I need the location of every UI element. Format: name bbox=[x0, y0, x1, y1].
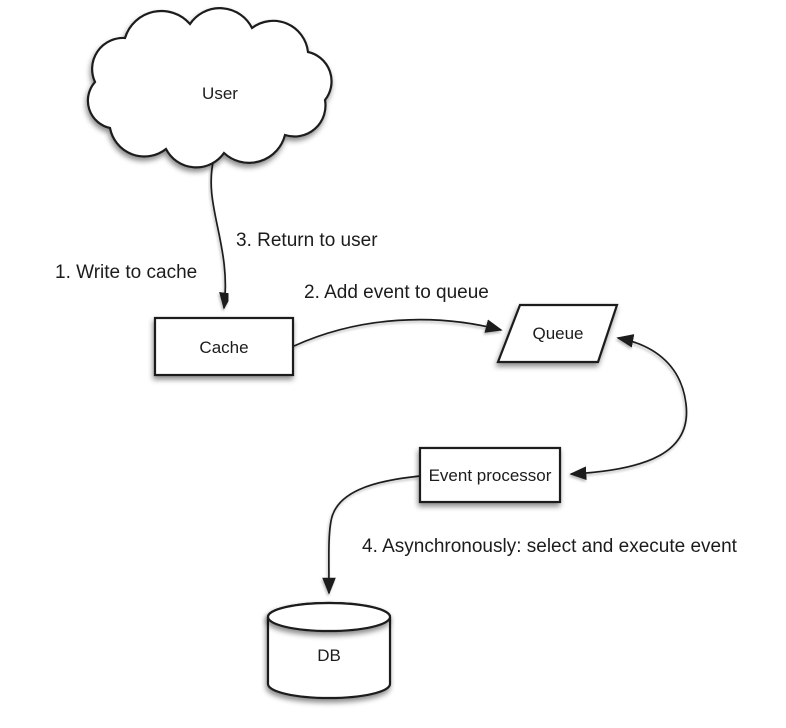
arrow-queue-event-processor bbox=[569, 334, 688, 480]
user-cloud bbox=[86, 7, 333, 169]
annotation-step3: 3. Return to user bbox=[236, 230, 378, 251]
arrow-cache-to-queue bbox=[293, 318, 503, 347]
db-cylinder-top bbox=[266, 601, 392, 633]
arrow-event-processor-to-db bbox=[322, 475, 421, 595]
arrow-user-to-cache bbox=[210, 157, 233, 310]
cache-label: Cache bbox=[199, 338, 248, 357]
event-processor-label: Event processor bbox=[429, 466, 552, 485]
cache-box bbox=[153, 316, 295, 377]
db-label: DB bbox=[317, 646, 341, 665]
queue-shape bbox=[496, 303, 619, 364]
queue-label: Queue bbox=[532, 324, 583, 343]
db-cylinder bbox=[266, 601, 392, 700]
event-processor-box bbox=[418, 446, 562, 504]
annotation-step4: 4. Asynchronously: select and execute ev… bbox=[362, 536, 738, 557]
user-label: User bbox=[202, 84, 238, 103]
annotation-step1: 1. Write to cache bbox=[55, 262, 197, 283]
annotation-step2: 2. Add event to queue bbox=[304, 282, 489, 303]
